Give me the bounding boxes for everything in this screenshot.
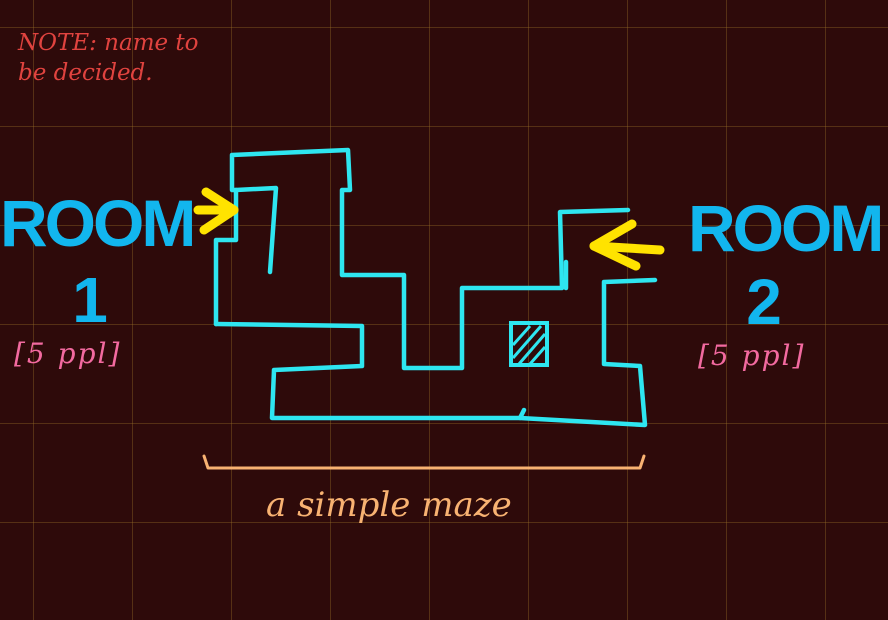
room2-title: ROOM <box>688 191 884 265</box>
room2-number: 2 <box>746 266 782 338</box>
maze-wall-left-notch <box>213 277 658 428</box>
room1-number: 1 <box>72 264 108 336</box>
note-text: NOTE: name to be decided. <box>18 30 199 86</box>
maze-caption: a simple maze <box>266 485 512 525</box>
entry-arrow-right-icon <box>193 187 239 235</box>
room1-title: ROOM <box>0 186 196 260</box>
maze-outer-wall <box>213 147 631 371</box>
entry-arrow-left-icon <box>589 219 665 271</box>
maze-brace <box>202 454 646 470</box>
maze-wall-inner-top <box>233 185 279 275</box>
maze-wall-bottom-gap <box>517 407 527 421</box>
maze-goal-box <box>509 321 549 367</box>
room1-capacity: [5 ppl] <box>14 337 122 370</box>
room2-capacity: [5 ppl] <box>698 339 806 372</box>
